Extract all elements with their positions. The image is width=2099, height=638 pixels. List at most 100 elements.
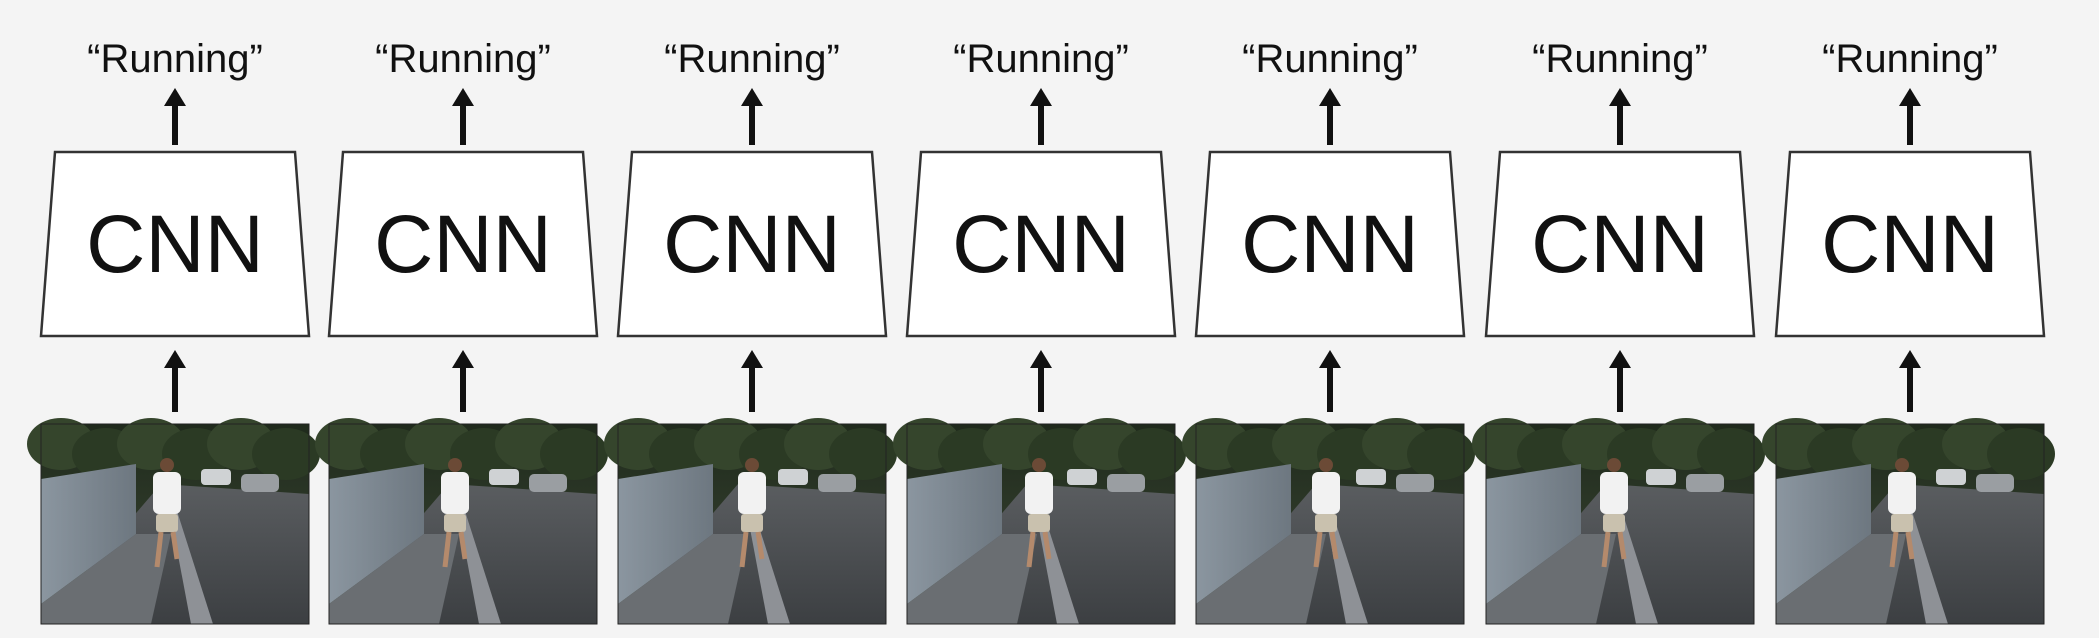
- frame-border: [1775, 423, 2045, 625]
- runner-leg: [1617, 531, 1627, 560]
- parked-car: [529, 474, 567, 492]
- runner-shorts: [156, 514, 178, 532]
- video-frame-image: [315, 418, 608, 625]
- cnn-label: CNN: [1531, 199, 1709, 290]
- cnn-block: [1774, 150, 2046, 338]
- parked-car: [1646, 469, 1676, 485]
- tree-foliage: [829, 428, 897, 480]
- output-arrow: [1030, 88, 1052, 145]
- wall: [907, 464, 1002, 604]
- runner-shirt: [1025, 472, 1053, 514]
- frame-border: [328, 423, 598, 625]
- runner-shorts: [444, 514, 466, 532]
- input-arrow: [741, 350, 763, 412]
- frame-border: [1485, 423, 1755, 625]
- arrow-head: [452, 350, 474, 368]
- frame-column: “Running”CNN: [1182, 37, 1475, 625]
- wall: [41, 464, 136, 604]
- wall: [1196, 464, 1291, 604]
- arrow-head: [1319, 350, 1341, 368]
- cnn-block: [616, 150, 888, 338]
- cnn-label: CNN: [663, 199, 841, 290]
- arrow-head: [1609, 350, 1631, 368]
- runner-leg: [755, 531, 765, 560]
- wall: [329, 464, 424, 604]
- runner-shirt: [1600, 472, 1628, 514]
- runner-shirt: [441, 472, 469, 514]
- runner-head: [1895, 458, 1909, 472]
- sidewalk: [1776, 534, 1906, 624]
- cnn-label: CNN: [86, 199, 264, 290]
- sidewalk: [907, 534, 1037, 624]
- cnn-block: [39, 150, 311, 338]
- video-frame-image: [604, 418, 897, 625]
- video-frame-image: [1762, 418, 2055, 625]
- runner-leg: [1026, 531, 1036, 568]
- parked-car: [1396, 474, 1434, 492]
- frame-column: “Running”CNN: [893, 37, 1186, 625]
- arrow-head: [741, 88, 763, 106]
- runner-leg: [1042, 531, 1052, 560]
- frame-column: “Running” CNN: [604, 37, 897, 625]
- cnn-block: [327, 150, 599, 338]
- output-arrow: [741, 88, 763, 145]
- arrow-head: [1609, 88, 1631, 106]
- arrow-head: [1899, 88, 1921, 106]
- input-arrow: [452, 350, 474, 412]
- arrow-head: [741, 350, 763, 368]
- runner-head: [1319, 458, 1333, 472]
- frame-border: [1195, 423, 1465, 625]
- parked-car: [241, 474, 279, 492]
- runner-head: [1607, 458, 1621, 472]
- input-arrow: [1319, 350, 1341, 412]
- parked-car: [489, 469, 519, 485]
- frame-column: “Running”CNN: [1762, 37, 2055, 625]
- output-arrow: [164, 88, 186, 145]
- parked-car: [818, 474, 856, 492]
- frame-border: [906, 423, 1176, 625]
- tree-foliage: [1697, 428, 1765, 480]
- output-label: “Running”: [87, 37, 263, 81]
- parked-car: [1936, 469, 1966, 485]
- output-arrow: [1319, 88, 1341, 145]
- cnn-label: CNN: [952, 199, 1130, 290]
- input-arrow: [164, 350, 186, 412]
- runner-leg: [442, 531, 452, 568]
- parked-car: [1107, 474, 1145, 492]
- arrow-head: [164, 88, 186, 106]
- runner-head: [745, 458, 759, 472]
- input-arrow: [1030, 350, 1052, 412]
- frame-border: [617, 423, 887, 625]
- input-arrow: [1899, 350, 1921, 412]
- frame-column: “Running”CNN: [315, 37, 608, 625]
- runner-shorts: [1603, 514, 1625, 532]
- sidewalk: [329, 534, 459, 624]
- parked-car: [201, 469, 231, 485]
- cnn-block: [1484, 150, 1756, 338]
- frame-column: “Running” CNN: [27, 37, 320, 625]
- parked-car: [1976, 474, 2014, 492]
- runner-shorts: [1315, 514, 1337, 532]
- tree-foliage: [1987, 428, 2055, 480]
- arrow-head: [164, 350, 186, 368]
- parked-car: [1686, 474, 1724, 492]
- tree-foliage: [540, 428, 608, 480]
- runner-shirt: [1888, 472, 1916, 514]
- output-arrow: [1899, 88, 1921, 145]
- video-frame-image: [27, 418, 320, 625]
- runner-shirt: [1312, 472, 1340, 514]
- tree-foliage: [252, 428, 320, 480]
- wall: [618, 464, 713, 604]
- runner-leg: [1313, 531, 1323, 568]
- runner-head: [160, 458, 174, 472]
- runner-head: [1032, 458, 1046, 472]
- runner-leg: [170, 531, 180, 560]
- sidewalk: [1196, 534, 1326, 624]
- runner-leg: [1329, 531, 1339, 560]
- output-label: “Running”: [1822, 37, 1998, 81]
- output-label: “Running”: [1242, 37, 1418, 81]
- parked-car: [778, 469, 808, 485]
- output-label: “Running”: [664, 37, 840, 81]
- runner-leg: [739, 531, 749, 568]
